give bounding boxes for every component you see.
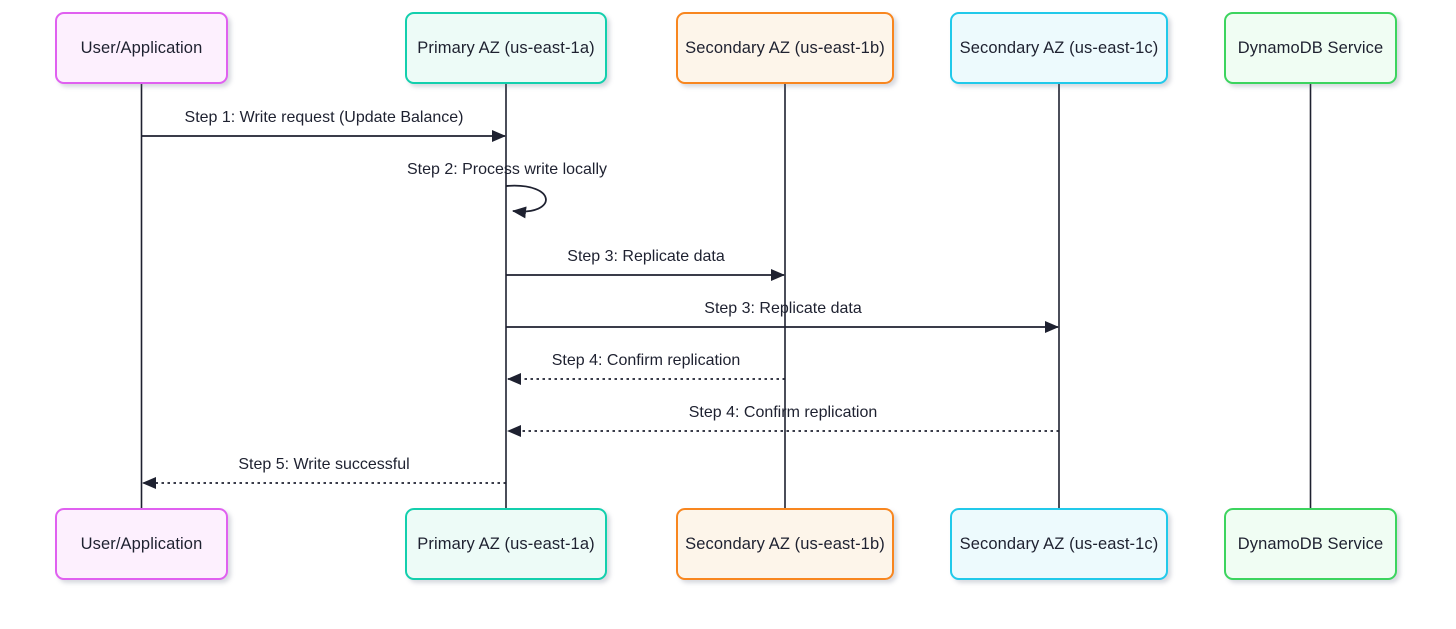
actor-label: User/Application xyxy=(80,534,203,553)
message-arrow-step2-self-loop xyxy=(505,184,547,219)
actor-secondary-az-1b-bottom: Secondary AZ (us-east-1b) xyxy=(676,508,894,580)
message-label-step1: Step 1: Write request (Update Balance) xyxy=(184,109,464,126)
actor-label: User/Application xyxy=(80,38,203,57)
actor-label: Primary AZ (us-east-1a) xyxy=(417,38,595,57)
message-label-step3-1c: Step 3: Replicate data xyxy=(704,300,862,317)
actor-label: Secondary AZ (us-east-1b) xyxy=(685,534,885,553)
actor-label: Secondary AZ (us-east-1b) xyxy=(685,38,885,57)
message-label-step5: Step 5: Write successful xyxy=(238,456,410,473)
actor-label: Secondary AZ (us-east-1c) xyxy=(959,38,1159,57)
actor-label: Primary AZ (us-east-1a) xyxy=(417,534,595,553)
actor-secondary-az-1b-top: Secondary AZ (us-east-1b) xyxy=(676,12,894,84)
actor-label: DynamoDB Service xyxy=(1237,534,1384,553)
actor-primary-az-top: Primary AZ (us-east-1a) xyxy=(405,12,607,84)
actor-secondary-az-1c-bottom: Secondary AZ (us-east-1c) xyxy=(950,508,1168,580)
message-label-step3-1b: Step 3: Replicate data xyxy=(567,248,725,265)
message-label-step4-1b: Step 4: Confirm replication xyxy=(551,352,741,369)
actor-user-application-bottom: User/Application xyxy=(55,508,228,580)
message-label-step4-1c: Step 4: Confirm replication xyxy=(688,404,878,421)
actor-label: DynamoDB Service xyxy=(1237,38,1384,57)
actor-dynamodb-service-top: DynamoDB Service xyxy=(1224,12,1397,84)
message-label-step2: Step 2: Process write locally xyxy=(406,161,608,178)
actor-primary-az-bottom: Primary AZ (us-east-1a) xyxy=(405,508,607,580)
actor-label: Secondary AZ (us-east-1c) xyxy=(959,534,1159,553)
actor-secondary-az-1c-top: Secondary AZ (us-east-1c) xyxy=(950,12,1168,84)
actor-dynamodb-service-bottom: DynamoDB Service xyxy=(1224,508,1397,580)
actor-user-application-top: User/Application xyxy=(55,12,228,84)
